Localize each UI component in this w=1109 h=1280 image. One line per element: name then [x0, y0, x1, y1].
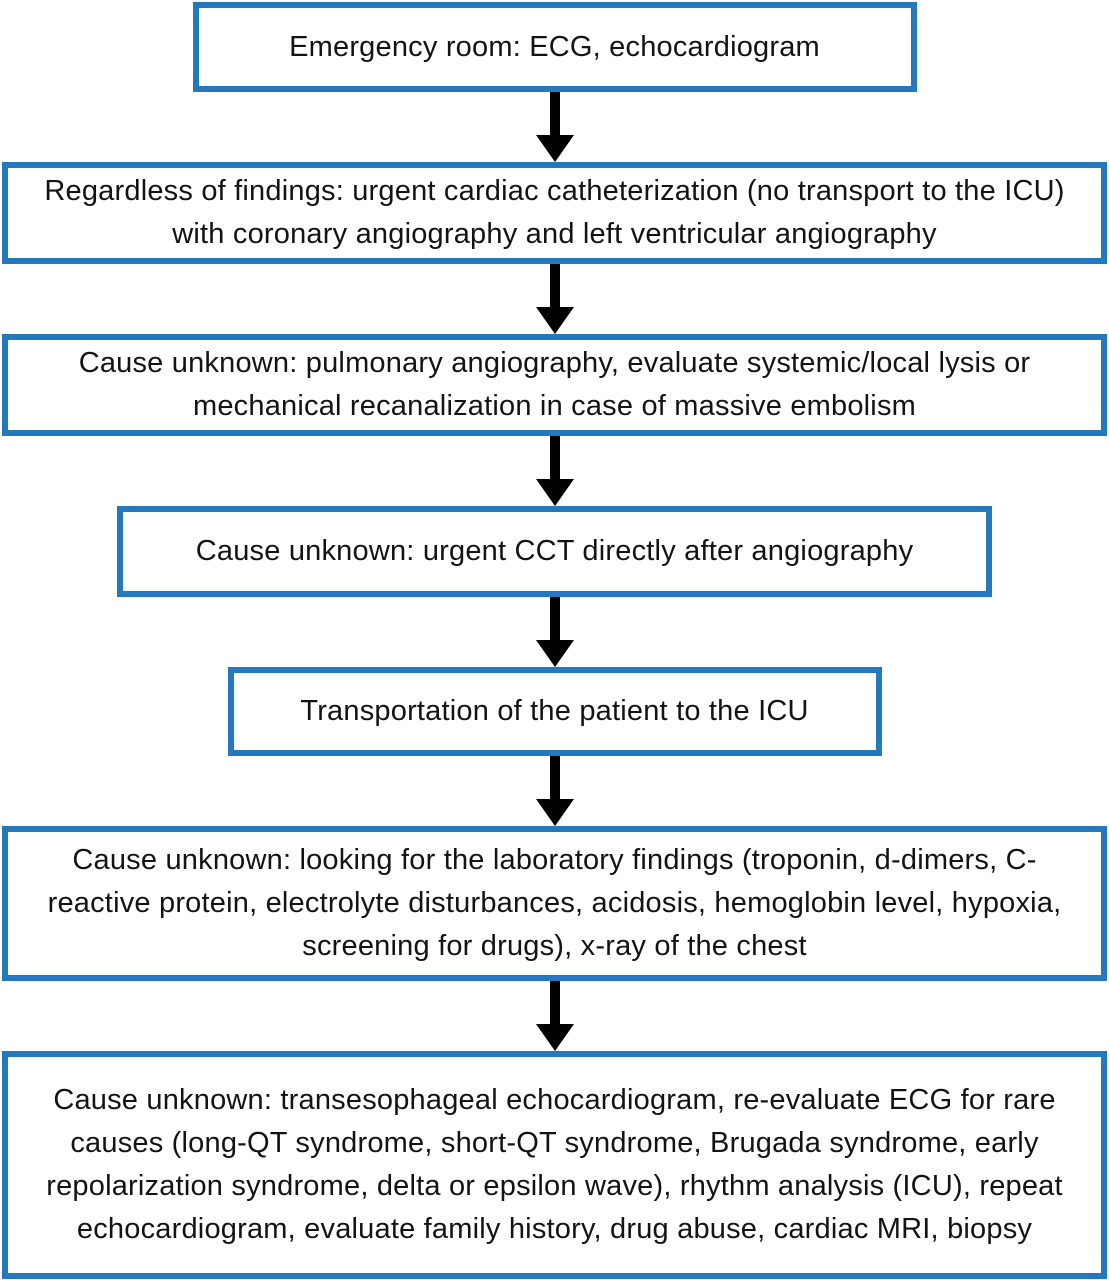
arrow-head-icon: [535, 1024, 574, 1051]
box-emergency-room-text: Emergency room: ECG, echocardiogram: [289, 30, 820, 63]
box-rare-causes: Cause unknown: transesophageal echocardi…: [2, 1051, 1107, 1279]
arrow-head-icon: [535, 640, 574, 667]
box-transport-icu-text: Transportation of the patient to the ICU: [300, 695, 809, 727]
box-emergency-room: Emergency room: ECG, echocardiogram: [192, 2, 917, 92]
arrow-head-icon: [535, 135, 574, 162]
box-laboratory-findings-text: Cause unknown: looking for the laborator…: [47, 844, 1062, 962]
box-pulmonary-angiography: Cause unknown: pulmonary angiography, ev…: [2, 334, 1107, 436]
arrow-stem: [549, 981, 560, 1024]
box-pulmonary-angiography-text: Cause unknown: pulmonary angiography, ev…: [78, 347, 1031, 422]
down-arrow: [535, 981, 574, 1051]
arrow-stem: [549, 597, 560, 640]
box-transport-icu: Transportation of the patient to the ICU: [227, 667, 882, 756]
arrow-stem: [549, 756, 560, 799]
arrow-stem: [549, 92, 560, 135]
arrow-head-icon: [535, 307, 574, 334]
box-rare-causes-text: Cause unknown: transesophageal echocardi…: [46, 1084, 1063, 1245]
arrow-stem: [549, 264, 560, 307]
down-arrow: [535, 264, 574, 334]
box-laboratory-findings: Cause unknown: looking for the laborator…: [2, 826, 1107, 981]
arrow-head-icon: [535, 479, 574, 506]
down-arrow: [535, 92, 574, 162]
down-arrow: [535, 597, 574, 667]
arrow-head-icon: [535, 799, 574, 826]
box-cardiac-catheterization-text: Regardless of findings: urgent cardiac c…: [44, 175, 1065, 250]
box-urgent-cct: Cause unknown: urgent CCT directly after…: [117, 506, 992, 597]
arrow-stem: [549, 436, 560, 479]
down-arrow: [535, 756, 574, 826]
box-urgent-cct-text: Cause unknown: urgent CCT directly after…: [195, 535, 914, 567]
down-arrow: [535, 436, 574, 506]
box-cardiac-catheterization: Regardless of findings: urgent cardiac c…: [2, 162, 1107, 264]
